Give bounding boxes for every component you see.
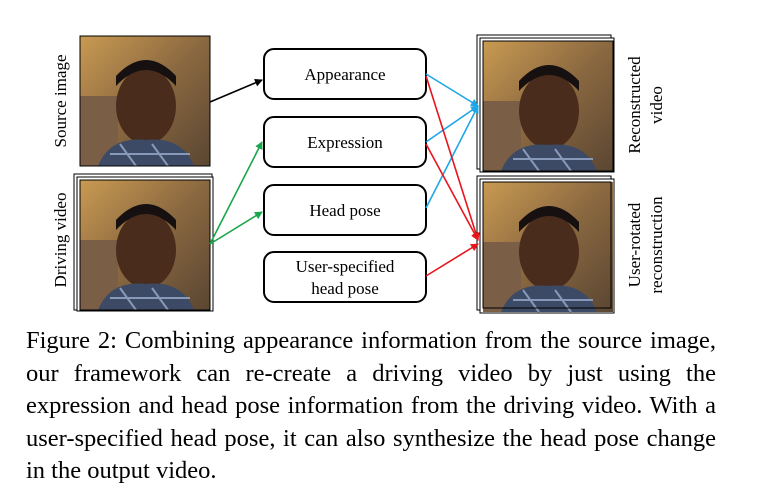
reconstructed-video-frames <box>476 34 615 173</box>
head-pose-box: Head pose <box>263 184 427 236</box>
expression-box: Expression <box>263 116 427 168</box>
driving-video-frames <box>73 173 214 312</box>
figure-caption: Figure 2: Combining appearance informati… <box>26 327 716 484</box>
expression-label: Expression <box>307 133 383 152</box>
arrow-source-to-appearance <box>209 79 263 103</box>
user-specified-head-pose-box: User-specified head pose <box>263 251 427 303</box>
arrow-driving-to-expression <box>209 141 263 245</box>
driving-video-label: Driving video <box>51 193 70 288</box>
source-image-label: Source image <box>51 55 70 148</box>
appearance-box: Appearance <box>263 48 427 100</box>
arrow-user-pose-to-rotated <box>425 243 479 277</box>
arrow-driving-to-head-pose <box>209 211 263 245</box>
head-pose-label: Head pose <box>309 201 380 220</box>
rotated-reconstruction-frames <box>476 175 615 314</box>
reconstructed-label-line1: Reconstructed <box>625 56 644 154</box>
arrow-expression-to-reconstructed <box>425 105 479 143</box>
arrow-expression-to-rotated <box>425 143 479 241</box>
user-pose-label-line1: User-specified <box>296 257 395 276</box>
rotated-label-line1: User-rotated <box>625 202 644 287</box>
arrow-appearance-to-reconstructed <box>425 73 479 107</box>
arrow-appearance-to-rotated <box>425 75 480 241</box>
appearance-label: Appearance <box>304 65 385 84</box>
source-image <box>79 35 211 167</box>
user-pose-label-line2: head pose <box>311 279 379 298</box>
framework-diagram: Source image Driving video Reconstructed… <box>51 34 666 314</box>
reconstructed-label-line2: video <box>647 86 666 124</box>
rotated-label-line2: reconstruction <box>647 196 666 294</box>
